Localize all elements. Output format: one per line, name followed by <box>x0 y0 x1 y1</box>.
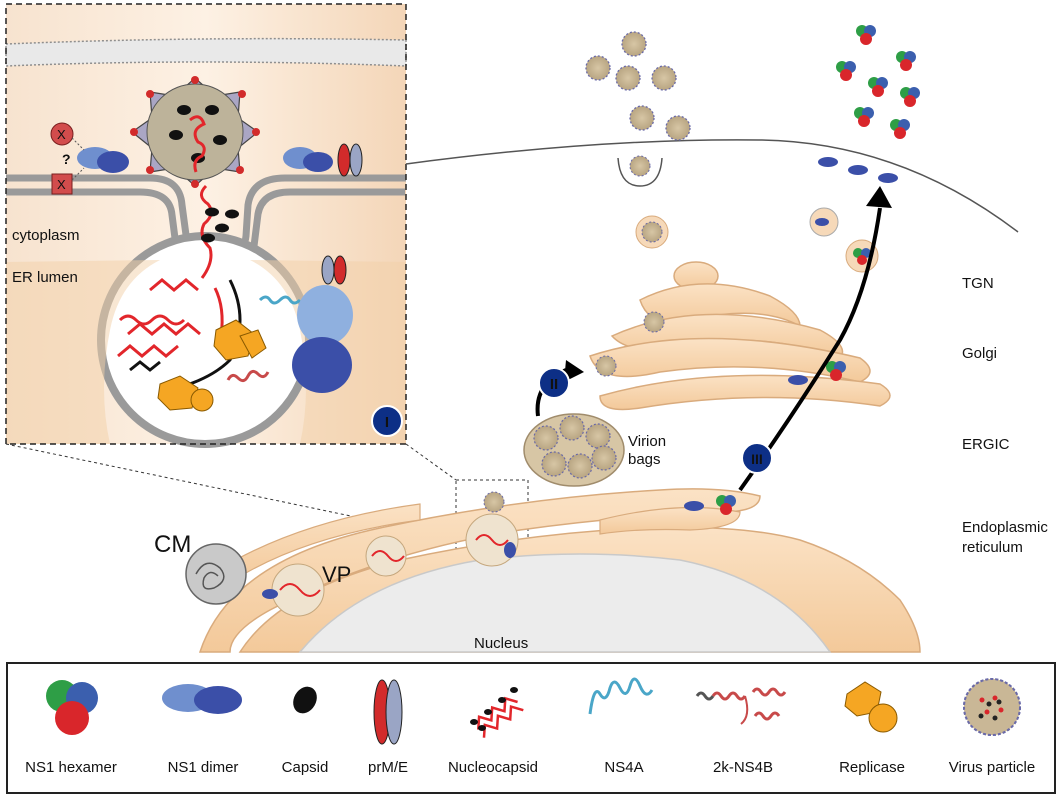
legend-label: Nucleocapsid <box>447 759 539 776</box>
legend-label: Capsid <box>281 759 329 776</box>
released-ns1-hexamers <box>836 25 920 139</box>
plasma-membrane <box>405 139 1019 233</box>
nucleocapsid-icon <box>470 687 524 738</box>
legend-item-2k-ns4b: 2k-NS4B <box>688 664 798 792</box>
x-marker-top: X <box>57 127 66 142</box>
step-3-label: III <box>751 451 763 467</box>
virion-bags-label-line1: Virion <box>628 433 666 450</box>
step-2-label: II <box>550 376 558 393</box>
ns1-protein-cluster <box>292 285 353 393</box>
legend-label: NS1 dimer <box>167 759 239 776</box>
released-virions <box>585 31 691 245</box>
legend-label: NS4A <box>604 759 644 776</box>
legend-label: 2k-NS4B <box>712 759 774 776</box>
legend-label: prM/E <box>367 759 408 776</box>
ns1-dimer-membrane <box>283 147 333 172</box>
ns4a-icon <box>588 677 654 715</box>
legend-item-nucleocapsid: Nucleocapsid <box>438 664 548 792</box>
virion-bags <box>523 413 625 487</box>
nucleus-label: Nucleus <box>474 635 528 652</box>
legend-label: NS1 hexamer <box>25 759 117 776</box>
legend-item-prm-e: prM/E <box>358 664 418 792</box>
unknown-receptor: X X ? <box>50 122 85 195</box>
x-marker-bottom: X <box>57 177 66 192</box>
golgi-stack <box>589 261 891 411</box>
ns1-dimer-icon <box>162 684 242 714</box>
legend-label: Virus particle <box>948 759 1036 776</box>
ns1-dimer-inset <box>77 147 129 173</box>
ns1-hexamer-icon <box>46 680 98 735</box>
legend-item-replicase: Replicase <box>822 664 922 792</box>
er-label-line2: reticulum <box>962 539 1023 556</box>
question-mark: ? <box>62 151 71 167</box>
capsid-icon <box>293 686 317 714</box>
step-1-label: I <box>385 414 389 431</box>
prm-e-membrane <box>321 143 363 285</box>
legend-item-ns1-hexamer: NS1 hexamer <box>16 664 126 792</box>
replicase-complex <box>157 319 267 412</box>
legend-item-ns4a: NS4A <box>574 664 674 792</box>
membrane-ns1-dimers <box>818 157 898 183</box>
ergic-label: ERGIC <box>962 436 1010 453</box>
legend: NS1 hexamer NS1 dimer Capsid prM/E Nucle… <box>6 662 1056 794</box>
cm-label: CM <box>154 531 191 558</box>
legend-item-virus-particle: Virus particle <box>936 664 1048 792</box>
inset-panel: X X ? cytoplasm ER lumen <box>5 3 407 448</box>
legend-label: Replicase <box>839 759 905 776</box>
vesicle-packets <box>262 491 519 617</box>
prm-e-icon <box>373 679 403 745</box>
virus-particle-icon <box>963 678 1021 736</box>
step-badge-3: III <box>741 442 773 474</box>
golgi-label: Golgi <box>962 345 997 362</box>
step-badge-1: I <box>371 405 403 437</box>
replicase-icon <box>844 681 898 733</box>
tgn-label: TGN <box>962 275 994 292</box>
convoluted-membranes <box>185 543 247 605</box>
er-label-line1: Endoplasmic <box>962 519 1048 536</box>
2k-ns4b-icon <box>695 687 787 725</box>
cytoplasm-label: cytoplasm <box>12 227 80 244</box>
step-badge-2: II <box>538 367 570 399</box>
legend-item-ns1-dimer: NS1 dimer <box>148 664 258 792</box>
budding-virion <box>130 76 260 188</box>
er-lumen-label: ER lumen <box>12 269 78 286</box>
vp-label: VP <box>322 562 351 587</box>
virion-bags-label-line2: bags <box>628 451 661 468</box>
legend-item-capsid: Capsid <box>270 664 340 792</box>
